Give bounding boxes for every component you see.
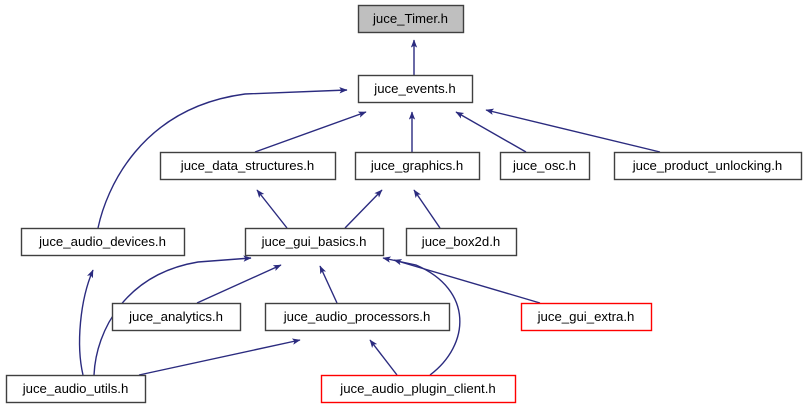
edge-juce_data_structures-to-juce_events <box>254 111 367 153</box>
node-label-juce_product_unlocking: juce_product_unlocking.h <box>632 158 783 173</box>
node-label-juce_gui_basics: juce_gui_basics.h <box>261 234 367 249</box>
node-label-juce_audio_plugin_client: juce_audio_plugin_client.h <box>339 381 495 396</box>
node-juce_audio_utils[interactable]: juce_audio_utils.h <box>5 374 147 404</box>
node-juce_gui_basics[interactable]: juce_gui_basics.h <box>244 227 385 257</box>
node-box-juce_graphics[interactable] <box>354 151 481 181</box>
node-box-juce_box2d[interactable] <box>405 227 518 257</box>
edge-juce_product_unlocking-to-juce_events <box>485 108 661 153</box>
node-box-juce_gui_basics[interactable] <box>244 227 385 257</box>
node-box-juce_audio_devices[interactable] <box>20 227 186 257</box>
node-juce_osc[interactable]: juce_osc.h <box>499 151 591 181</box>
node-juce_box2d[interactable]: juce_box2d.h <box>405 227 518 257</box>
node-juce_data_structures[interactable]: juce_data_structures.h <box>159 151 337 181</box>
edge-juce_audio_plugin_client-to-juce_audio_processors <box>369 339 398 376</box>
node-juce_events[interactable]: juce_events.h <box>357 74 474 104</box>
edge-juce_audio_utils-to-juce_audio_processors <box>138 338 301 376</box>
edge-juce_audio_utils-to-juce_gui_basics <box>93 255 252 376</box>
node-box-juce_data_structures[interactable] <box>159 151 337 181</box>
node-box-juce_gui_extra[interactable] <box>520 302 653 332</box>
node-juce_analytics[interactable]: juce_analytics.h <box>111 302 242 332</box>
node-juce_graphics[interactable]: juce_graphics.h <box>354 151 481 181</box>
node-box-juce_osc[interactable] <box>499 151 591 181</box>
node-juce_gui_extra[interactable]: juce_gui_extra.h <box>520 302 653 332</box>
node-box-juce_audio_utils[interactable] <box>5 374 147 404</box>
node-box-juce_audio_processors[interactable] <box>264 302 451 332</box>
node-label-juce_graphics: juce_graphics.h <box>370 158 463 173</box>
node-box-juce_audio_plugin_client[interactable] <box>320 374 517 404</box>
edge-juce_osc-to-juce_events <box>455 111 527 153</box>
node-label-juce_events: juce_events.h <box>373 81 455 96</box>
node-label-juce_analytics: juce_analytics.h <box>128 309 223 324</box>
node-label-juce_audio_devices: juce_audio_devices.h <box>38 234 166 249</box>
node-box-juce_product_unlocking[interactable] <box>613 151 803 181</box>
node-juce_audio_plugin_client[interactable]: juce_audio_plugin_client.h <box>320 374 517 404</box>
node-label-juce_osc: juce_osc.h <box>512 158 576 173</box>
node-juce_product_unlocking[interactable]: juce_product_unlocking.h <box>613 151 803 181</box>
edge-juce_gui_basics-to-juce_graphics <box>344 189 383 229</box>
node-box-juce_analytics[interactable] <box>111 302 242 332</box>
node-label-juce_gui_extra: juce_gui_extra.h <box>537 309 635 324</box>
node-label-juce_data_structures: juce_data_structures.h <box>180 158 314 173</box>
edge-juce_analytics-to-juce_gui_basics <box>196 264 282 304</box>
node-label-juce_audio_utils: juce_audio_utils.h <box>22 381 129 396</box>
edge-juce_audio_utils-to-juce_audio_devices <box>78 269 94 376</box>
node-label-juce_box2d: juce_box2d.h <box>421 234 500 249</box>
node-label-juce_Timer: juce_Timer.h <box>372 11 448 26</box>
edge-juce_audio_processors-to-juce_gui_basics <box>319 265 338 304</box>
edge-layer <box>78 39 661 376</box>
edge-juce_box2d-to-juce_graphics <box>413 189 441 229</box>
node-juce_Timer[interactable]: juce_Timer.h <box>357 4 465 34</box>
edge-juce_audio_devices-to-juce_events <box>97 87 348 229</box>
node-layer: juce_Timer.h juce_events.h juce_data_struc… <box>5 4 803 404</box>
node-juce_audio_devices[interactable]: juce_audio_devices.h <box>20 227 186 257</box>
edge-juce_gui_extra-to-juce_gui_basics <box>393 259 541 304</box>
edge-juce_gui_basics-to-juce_data_structures <box>256 189 288 229</box>
node-juce_audio_processors[interactable]: juce_audio_processors.h <box>264 302 451 332</box>
node-box-juce_events[interactable] <box>357 74 474 104</box>
node-label-juce_audio_processors: juce_audio_processors.h <box>283 309 431 324</box>
node-box-juce_Timer[interactable] <box>357 4 465 34</box>
